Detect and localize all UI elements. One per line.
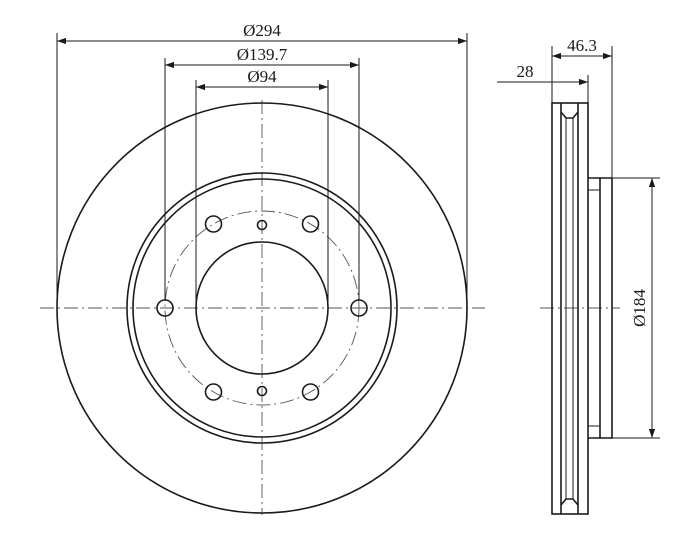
outer-diameter-label: Ø294 [243, 21, 281, 40]
friction-ring-outline [551, 102, 589, 515]
locator-hole [256, 385, 268, 397]
hat-diameter-label: Ø184 [630, 289, 649, 327]
locator-hole [256, 219, 268, 231]
hat-outer-circle [126, 172, 398, 444]
bolt-circle [164, 210, 360, 406]
hat-inner-circle [132, 178, 392, 438]
bolt-hole [301, 383, 320, 401]
vent-taper-bottom [560, 498, 579, 506]
bolt-hole [301, 215, 320, 233]
total-height-label: 46.3 [567, 36, 597, 55]
side-dimensions: 46.3 28 Ø184 [497, 36, 660, 439]
bolt-hole [204, 215, 223, 233]
front-view [40, 100, 485, 515]
center-bore-label: Ø94 [247, 67, 277, 86]
side-view [540, 102, 620, 515]
vent-taper-top [560, 111, 579, 119]
bolt-hole [204, 383, 223, 401]
thickness-label: 28 [517, 62, 534, 81]
front-dimensions: Ø294 Ø139.7 Ø94 [56, 21, 468, 308]
bolt-circle-label: Ø139.7 [237, 45, 288, 64]
